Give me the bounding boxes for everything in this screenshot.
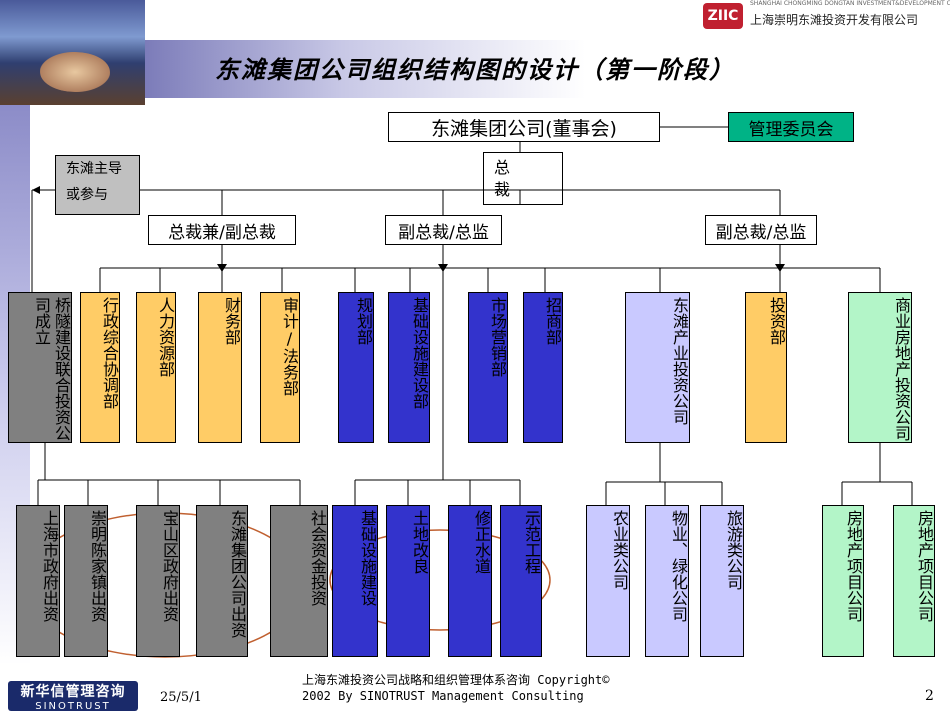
committee-node: 管理委员会 xyxy=(728,112,854,142)
subunit-box: 基础设施建设 xyxy=(332,505,378,657)
department-box: 财务部 xyxy=(198,292,242,443)
legend-box: 东滩主导 或参与 xyxy=(55,155,140,215)
footer-logo-cn: 新华信管理咨询 xyxy=(20,683,126,700)
footer-date: 25/5/1 xyxy=(160,690,202,705)
subunit-label: 房地产项目公司 xyxy=(915,510,934,622)
subunit-box: 修正水道 xyxy=(448,505,492,657)
header-photo xyxy=(0,0,145,105)
department-box: 东滩产业投资公司 xyxy=(625,292,690,443)
department-box: 人力资源部 xyxy=(136,292,176,443)
legend-line-2: 或参与 xyxy=(66,187,108,203)
department-label: 财务部 xyxy=(222,297,241,345)
subunit-label: 旅游类公司 xyxy=(724,510,743,590)
department-box: 规划部 xyxy=(338,292,374,443)
department-box: 市场营销部 xyxy=(468,292,508,443)
subunit-label: 社会资金投资 xyxy=(308,510,327,606)
subunit-box: 土地改良 xyxy=(386,505,430,657)
subunit-label: 东滩集团公司出资 xyxy=(228,510,247,638)
department-label: 市场营销部 xyxy=(488,297,507,377)
legend-line-1: 东滩主导 xyxy=(66,161,122,177)
subunit-label: 示范工程 xyxy=(522,510,541,574)
subunit-box: 上海市政府出资 xyxy=(16,505,60,657)
subunit-label: 房地产项目公司 xyxy=(844,510,863,622)
subunit-label: 物业、绿化公司 xyxy=(669,510,688,622)
page-title: 东滩集团公司组织结构图的设计（第一阶段） xyxy=(215,55,735,84)
subunit-box: 东滩集团公司出资 xyxy=(196,505,248,657)
subunit-box: 房地产项目公司 xyxy=(822,505,864,657)
vp-left-node: 总裁兼/副总裁 xyxy=(148,215,296,245)
department-label: 商业房地产投资公司 xyxy=(892,297,911,441)
department-label: 审计/法务部 xyxy=(280,297,299,396)
department-box: 投资部 xyxy=(745,292,787,443)
department-label: 行政综合协调部 xyxy=(100,297,119,409)
subunit-label: 土地改良 xyxy=(410,510,429,574)
department-label: 基础设施建设部 xyxy=(410,297,429,409)
subunit-box: 农业类公司 xyxy=(586,505,630,657)
subunit-label: 基础设施建设 xyxy=(358,510,377,606)
department-box: 招商部 xyxy=(523,292,563,443)
vp-right-node: 副总裁/总监 xyxy=(705,215,817,245)
footer-copyright: 上海东滩投资公司战略和组织管理体系咨询 Copyright© 2002 By S… xyxy=(302,672,702,704)
department-label: 东滩产业投资公司 xyxy=(670,297,689,425)
handshake-image xyxy=(40,52,110,92)
department-box: 基础设施建设部 xyxy=(388,292,430,443)
copyright-line-1: 上海东滩投资公司战略和组织管理体系咨询 Copyright© xyxy=(302,673,610,687)
department-box: 桥隧建设联合投资公司成立 xyxy=(8,292,72,443)
subunit-label: 宝山区政府出资 xyxy=(160,510,179,622)
footer-logo: 新华信管理咨询 SINOTRUST xyxy=(8,681,138,712)
department-box: 行政综合协调部 xyxy=(80,292,120,443)
subunit-box: 社会资金投资 xyxy=(270,505,328,657)
subunit-label: 修正水道 xyxy=(472,510,491,574)
gm-label: 总裁 xyxy=(494,158,511,199)
subunit-label: 崇明陈家镇出资 xyxy=(88,510,107,622)
subunit-box: 宝山区政府出资 xyxy=(136,505,180,657)
company-name-chinese: 上海崇明东滩投资开发有限公司 xyxy=(750,13,919,27)
board-node: 东滩集团公司(董事会) xyxy=(388,112,660,142)
department-box: 商业房地产投资公司 xyxy=(848,292,912,443)
company-name-block: SHANGHAI CHONGMING DONGTAN INVESTMENT&DE… xyxy=(750,0,950,38)
department-label: 招商部 xyxy=(543,297,562,345)
subunit-box: 示范工程 xyxy=(500,505,542,657)
footer-logo-en: SINOTRUST xyxy=(35,700,111,712)
department-label: 规划部 xyxy=(354,297,373,345)
subunit-box: 旅游类公司 xyxy=(700,505,744,657)
department-box: 审计/法务部 xyxy=(260,292,300,443)
header-band xyxy=(140,40,950,98)
subunit-label: 上海市政府出资 xyxy=(40,510,59,622)
company-name-english: SHANGHAI CHONGMING DONGTAN INVESTMENT&DE… xyxy=(750,0,950,7)
department-label: 投资部 xyxy=(767,297,786,345)
subunit-box: 房地产项目公司 xyxy=(893,505,935,657)
copyright-line-2: 2002 By SINOTRUST Management Consulting xyxy=(302,689,584,703)
company-logo: ZIIC xyxy=(703,3,743,29)
subunit-label: 农业类公司 xyxy=(610,510,629,590)
subunit-box: 崇明陈家镇出资 xyxy=(64,505,108,657)
gm-node: 总裁 xyxy=(483,152,563,205)
department-label: 人力资源部 xyxy=(156,297,175,377)
vp-mid-node: 副总裁/总监 xyxy=(385,215,502,245)
department-label: 桥隧建设联合投资公司成立 xyxy=(32,297,71,441)
page-number: 2 xyxy=(925,688,934,704)
subunit-box: 物业、绿化公司 xyxy=(645,505,689,657)
